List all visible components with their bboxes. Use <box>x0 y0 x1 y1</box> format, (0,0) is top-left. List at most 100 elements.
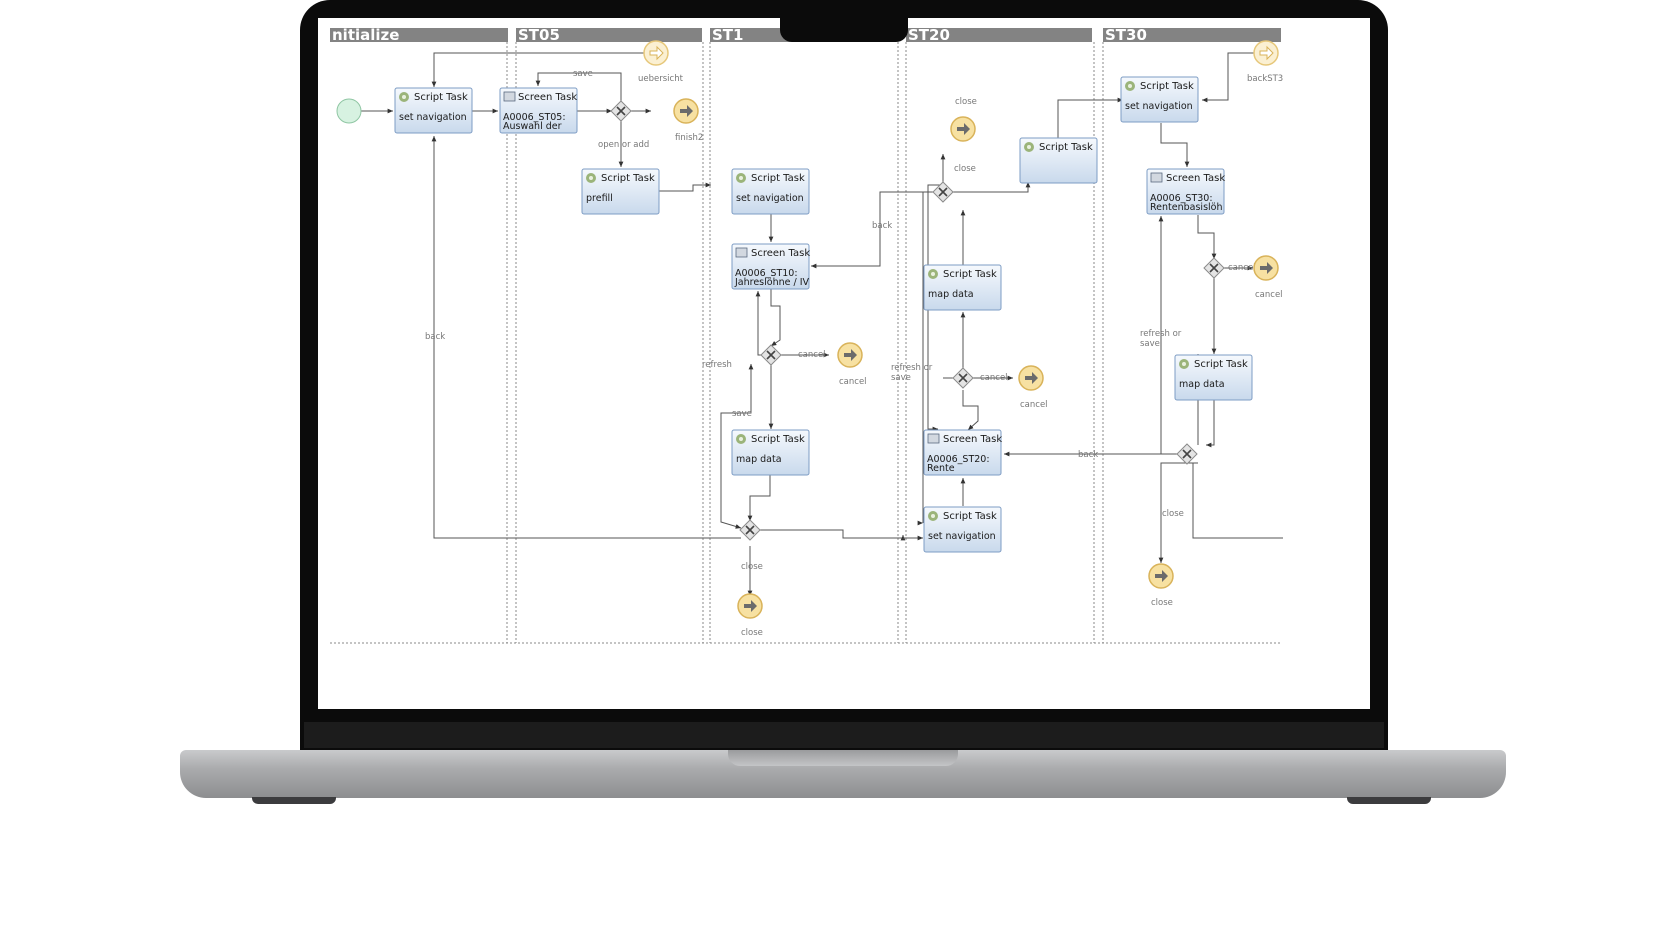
task-type: Screen Task <box>1166 173 1225 184</box>
laptop-chin <box>304 722 1384 748</box>
edge-label-backst3: backST3 <box>1247 74 1283 84</box>
task-name: map data <box>928 289 974 300</box>
task-st30-screen[interactable]: Screen Task A0006_ST30: Rentenbasislöh <box>1146 168 1225 215</box>
camera-notch <box>780 18 908 42</box>
edge-label-cancel: cancel <box>980 373 1008 383</box>
task-st10-screen[interactable]: Screen Task A0006_ST10: Jahreslöhne / IV <box>731 243 810 290</box>
start-event[interactable] <box>336 98 362 124</box>
edge-label-close: close <box>741 628 763 638</box>
task-name: map data <box>1179 379 1225 390</box>
gear-icon <box>736 434 746 444</box>
lane-title: ST30 <box>1105 26 1147 44</box>
sequence-flows <box>361 52 1283 596</box>
task-name: prefill <box>586 193 613 204</box>
task-st20-map-data[interactable]: Script Task map data <box>923 264 1002 311</box>
laptop-foot <box>252 797 336 804</box>
task-name: set navigation <box>399 112 467 123</box>
end-event-arrow-icon[interactable] <box>837 342 863 368</box>
end-event-arrow-icon[interactable] <box>1018 365 1044 391</box>
laptop-foot <box>1347 797 1431 804</box>
screen-icon <box>927 433 940 444</box>
task-st10-set-navigation[interactable]: Script Task set navigation <box>731 168 810 215</box>
edge-label-cancel: cancel <box>1020 400 1048 410</box>
edge-label-back: back <box>425 332 445 342</box>
exclusive-gateway-icon[interactable] <box>1176 443 1198 465</box>
task-st20-set-navigation[interactable]: Script Task set navigation <box>923 506 1002 553</box>
task-name: Rente <box>927 463 955 474</box>
gear-icon <box>1179 359 1189 369</box>
task-st30-set-navigation[interactable]: Script Task set navigation <box>1120 76 1199 123</box>
end-event-arrow-icon[interactable] <box>737 593 763 619</box>
task-type: Script Task <box>1140 81 1194 92</box>
gear-icon <box>1024 142 1034 152</box>
end-event-arrow-icon[interactable] <box>1148 563 1174 589</box>
task-name: set navigation <box>1125 101 1193 112</box>
lane-st30: ST30 <box>1103 26 1281 44</box>
task-name: A0006_ST20: <box>927 454 990 465</box>
exclusive-gateway-icon[interactable] <box>952 367 974 389</box>
task-type: Script Task <box>1039 142 1093 153</box>
task-st20-screen[interactable]: Screen Task A0006_ST20: Rente <box>923 429 1002 476</box>
task-type: Script Task <box>943 269 997 280</box>
task-name: set navigation <box>928 531 996 542</box>
edge-label-uebersicht: uebersicht <box>638 74 684 84</box>
end-event-arrow-icon[interactable] <box>950 116 976 142</box>
task-st10-map-data[interactable]: Script Task map data <box>731 429 810 476</box>
end-event-arrow-icon[interactable] <box>1253 40 1279 66</box>
task-type: Script Task <box>943 511 997 522</box>
edge-label-close: close <box>1162 509 1184 519</box>
lane-st05: ST05 <box>516 26 702 44</box>
task-name: A0006_ST10: <box>735 268 798 279</box>
edge-label-cancel: cancel <box>798 350 826 360</box>
task-st05-prefill[interactable]: Script Task prefill <box>581 168 660 215</box>
exclusive-gateway-icon[interactable] <box>1203 257 1225 279</box>
end-event-arrow-icon[interactable] <box>643 40 669 66</box>
edge-label-finish2: finish2 <box>675 133 703 143</box>
lane-title: nitialize <box>332 26 399 44</box>
exclusive-gateway-icon[interactable] <box>739 519 761 541</box>
edge-label-save: save <box>1140 339 1160 349</box>
edge-label-cancel: cancel <box>839 377 867 387</box>
lane-dividers <box>330 42 1281 644</box>
edge-label-back: back <box>1078 450 1098 460</box>
screen-icon <box>1150 172 1163 183</box>
end-event-arrow-icon[interactable] <box>673 98 699 124</box>
gear-icon <box>399 92 409 102</box>
lane-initialize: nitialize <box>330 26 508 44</box>
edge-label-close: close <box>955 97 977 107</box>
task-name: map data <box>736 454 782 465</box>
end-event-arrow-icon[interactable] <box>1253 255 1279 281</box>
edge-label-cancel: cancel <box>1255 290 1283 300</box>
edge-label-save: save <box>573 69 593 79</box>
edge-label-save: save <box>732 409 752 419</box>
gear-icon <box>928 269 938 279</box>
gear-icon <box>736 173 746 183</box>
task-name: Jahreslöhne / IV <box>734 277 810 288</box>
bpmn-diagram: nitialize ST05 ST1 ST20 ST30 <box>330 26 1283 644</box>
edge-labels: save uebersicht finish2 open or add back… <box>425 69 1283 638</box>
task-st20-script-top[interactable]: Script Task <box>1019 137 1098 184</box>
gear-icon <box>1125 81 1135 91</box>
task-st05-screen[interactable]: Screen Task A0006_ST05: Auswahl der <box>499 87 578 134</box>
task-type: Script Task <box>751 173 805 184</box>
laptop-opening-groove <box>728 750 958 766</box>
edge-label-refresh-or: refresh or <box>891 363 933 373</box>
lane-title: ST1 <box>712 26 743 44</box>
edge-label-close: close <box>1151 598 1173 608</box>
gear-icon <box>928 511 938 521</box>
task-type: Script Task <box>751 434 805 445</box>
lane-title: ST20 <box>908 26 950 44</box>
task-type: Script Task <box>601 173 655 184</box>
edge-label-back: back <box>872 221 892 231</box>
task-init-set-navigation[interactable]: Script Task set navigation <box>394 87 473 134</box>
edge-label-close: close <box>741 562 763 572</box>
task-st30-map-data[interactable]: Script Task map data <box>1174 354 1253 401</box>
task-name: A0006_ST05: <box>503 112 566 123</box>
lane-st20: ST20 <box>906 26 1092 44</box>
screen-icon <box>503 91 516 102</box>
exclusive-gateway-icon[interactable] <box>760 344 782 366</box>
exclusive-gateway-icon[interactable] <box>932 181 954 203</box>
task-type: Screen Task <box>751 248 810 259</box>
gear-icon <box>586 173 596 183</box>
exclusive-gateway-icon[interactable] <box>610 100 632 122</box>
